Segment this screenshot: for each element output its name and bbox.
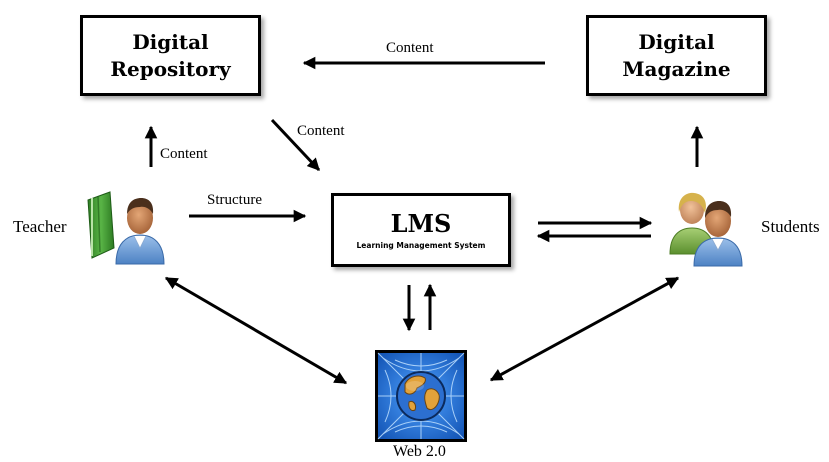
edge-label-magazine-to-repository: Content: [386, 40, 434, 56]
arrow-repository-to-lms: [270, 118, 321, 172]
digital-magazine-line1: Digital: [638, 29, 715, 54]
digital-magazine-box: Digital Magazine: [586, 15, 767, 96]
teacher-icon: [87, 191, 165, 265]
lms-title: LMS: [390, 208, 452, 238]
lms-subtitle: Learning Management System: [356, 240, 486, 250]
digital-repository-line2: Repository: [110, 56, 231, 81]
globe-web-icon: [375, 350, 467, 442]
digital-repository-line1: Digital: [132, 29, 209, 54]
digital-repository-box: Digital Repository: [80, 15, 261, 96]
edge-label-teacher-to-repository: Content: [160, 146, 208, 162]
arrow-students-web-bidirectional: [489, 276, 680, 382]
arrow-teacher-web-bidirectional: [164, 276, 348, 385]
web-label: Web 2.0: [393, 443, 446, 460]
students-icon: [669, 192, 743, 267]
students-label: Students: [761, 217, 820, 236]
edge-label-teacher-to-lms: Structure: [207, 192, 262, 208]
teacher-label: Teacher: [13, 217, 67, 236]
digital-magazine-line2: Magazine: [622, 56, 731, 81]
edge-label-repository-to-lms: Content: [297, 123, 345, 139]
lms-box: LMS Learning Management System: [331, 193, 511, 267]
